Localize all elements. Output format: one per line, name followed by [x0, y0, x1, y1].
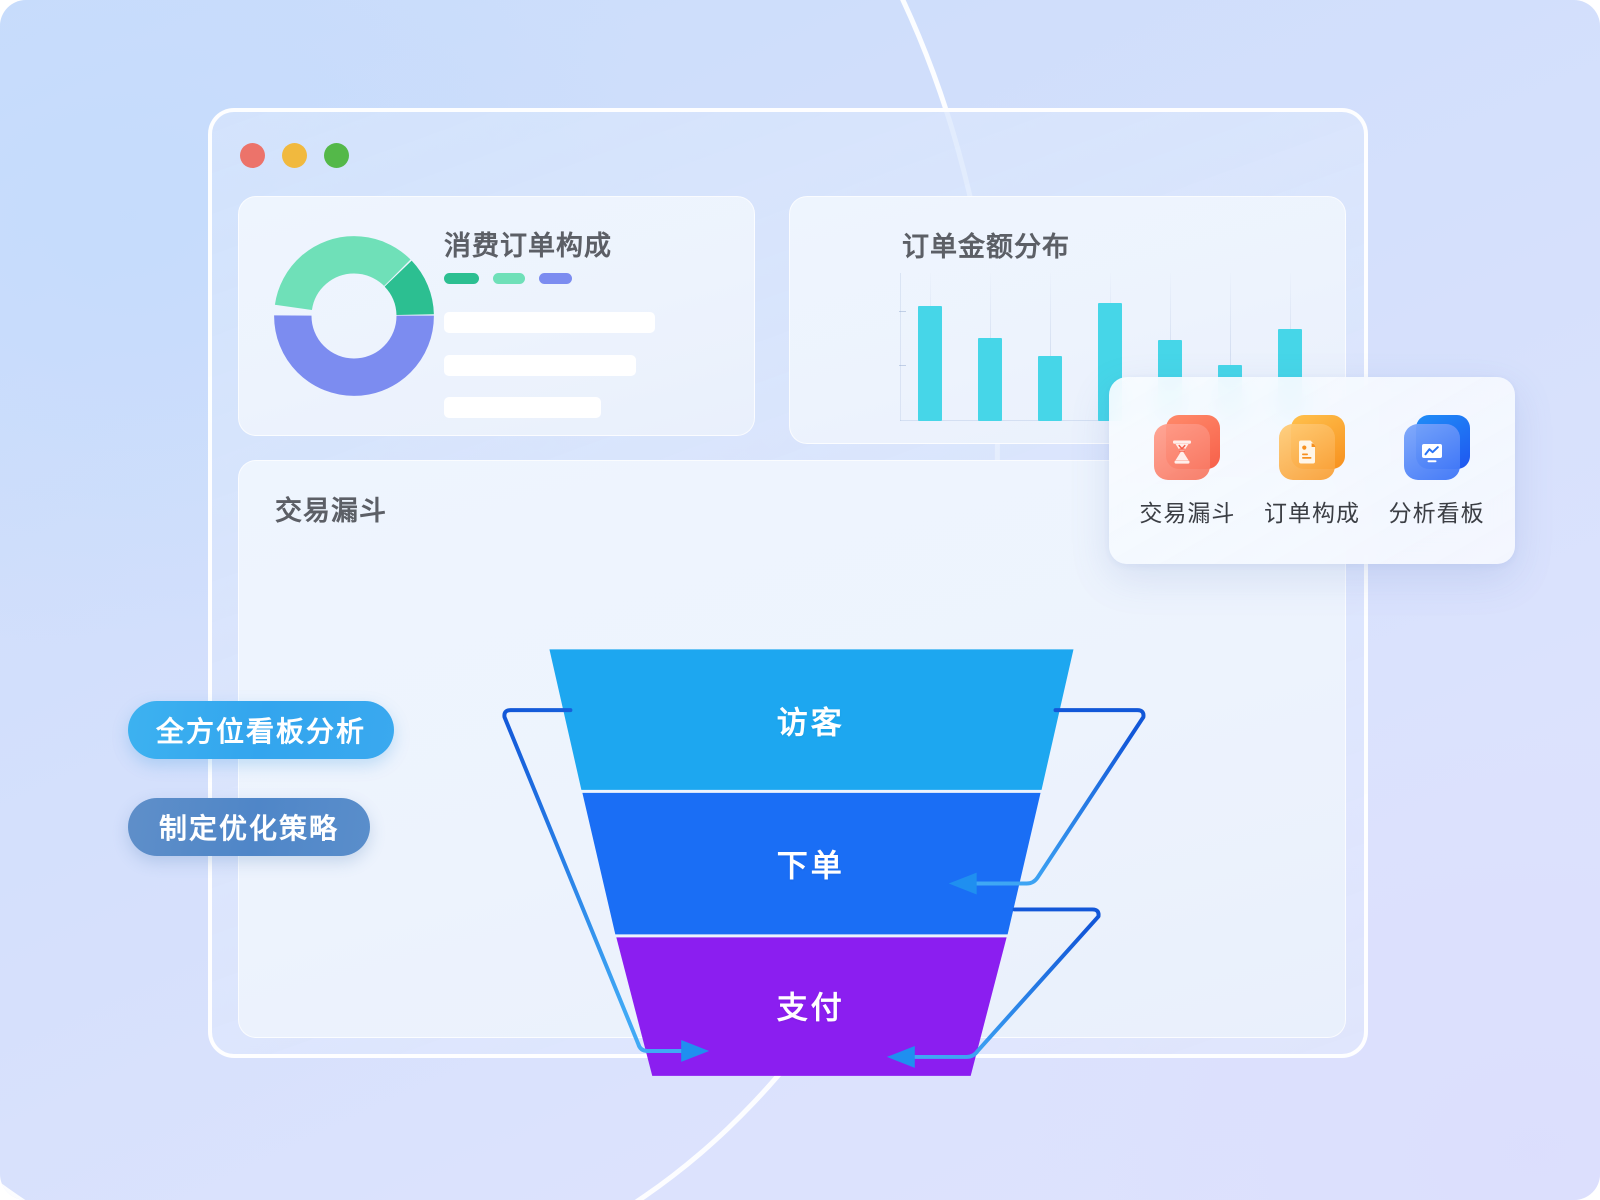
- browser-window: 消费订单构成 订单金额分布: [208, 108, 1368, 1076]
- placeholder-line: [444, 397, 601, 418]
- donut-legend: [444, 273, 572, 284]
- funnel-stage-payment: [616, 937, 1007, 1076]
- bars-card-title: 订单金额分布: [902, 232, 1070, 262]
- document-pie-icon: [1278, 414, 1345, 480]
- funnel-connector-right-a: [970, 708, 1146, 886]
- close-dot-icon[interactable]: [240, 142, 265, 168]
- order-composition-card[interactable]: 消费订单构成: [238, 196, 755, 436]
- bar: [918, 305, 942, 421]
- donut-chart: [269, 231, 439, 401]
- funnel-label-orders: 下单: [776, 848, 845, 884]
- icon-front-square: [1154, 423, 1211, 480]
- funnel-connector-left: [502, 708, 688, 1053]
- funnel-arrow-right-b: [886, 1045, 915, 1068]
- legend-chip-teal: [444, 273, 479, 284]
- app-label-funnel: 交易漏斗: [1139, 499, 1236, 526]
- app-shortcut-card[interactable]: 交易漏斗 订单构成: [1109, 377, 1515, 564]
- placeholder-line: [444, 355, 636, 376]
- monitor-chart-icon: [1403, 414, 1470, 480]
- legend-chip-blue: [539, 273, 572, 284]
- window-titlebar: [212, 112, 1364, 198]
- monitor-chart-glyph: [1421, 443, 1442, 462]
- funnel-card-title: 交易漏斗: [275, 496, 387, 526]
- badge-optimization-strategy[interactable]: 制定优化策略: [128, 798, 370, 856]
- grid-line: [1230, 273, 1231, 421]
- funnel-label-payment: 支付: [776, 990, 845, 1026]
- app-label-composition: 订单构成: [1263, 499, 1360, 526]
- icon-front-square: [1403, 423, 1460, 480]
- donut-segment-mint: [274, 236, 434, 396]
- maximize-dot-icon[interactable]: [324, 142, 349, 168]
- app-item-dashboard[interactable]: 分析看板: [1377, 414, 1497, 528]
- donut-segment-blue: [274, 236, 434, 396]
- funnel-arrow-right-a: [948, 872, 977, 895]
- badge-dashboard-analysis[interactable]: 全方位看板分析: [128, 701, 394, 759]
- donut-card-title: 消费订单构成: [444, 231, 612, 261]
- funnel-arrow-left: [681, 1039, 710, 1062]
- donut-chart-svg: [274, 236, 434, 396]
- y-axis-tick: [899, 311, 906, 313]
- funnel-yen-glyph: [1173, 440, 1192, 464]
- funnel-yen-icon: [1154, 414, 1221, 480]
- minimize-dot-icon[interactable]: [282, 142, 307, 168]
- funnel-label-visitors: 访客: [776, 705, 845, 741]
- app-item-funnel[interactable]: 交易漏斗: [1127, 414, 1247, 528]
- y-axis: [900, 273, 901, 421]
- funnel-stage-visitors: [549, 649, 1074, 790]
- document-pie-glyph: [1298, 440, 1316, 463]
- icon-front-square: [1278, 423, 1335, 480]
- funnel-connector-right-b: [908, 907, 1101, 1059]
- bar: [978, 338, 1002, 421]
- app-item-composition[interactable]: 订单构成: [1252, 414, 1372, 528]
- funnel-stage-orders: [582, 792, 1041, 935]
- placeholder-line: [444, 312, 655, 333]
- app-label-dashboard: 分析看板: [1388, 499, 1485, 526]
- legend-chip-mint: [493, 273, 525, 284]
- funnel-diagram: [502, 649, 1146, 1076]
- grid-line: [1050, 273, 1051, 421]
- bar: [1038, 355, 1062, 421]
- y-axis-tick: [899, 364, 906, 366]
